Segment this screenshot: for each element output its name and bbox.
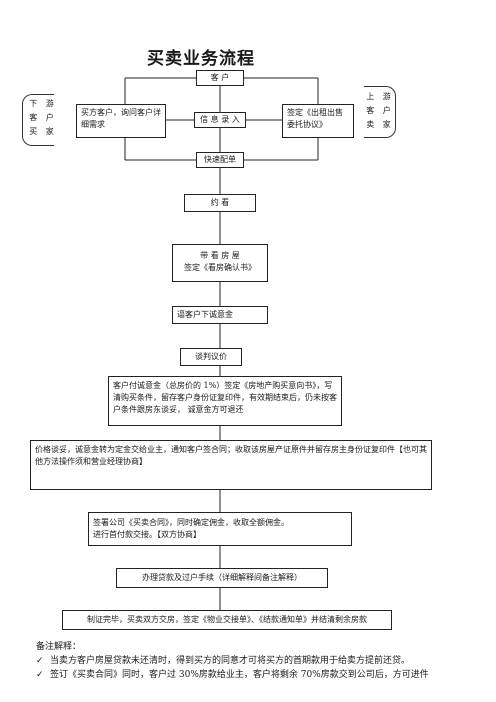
contract-node: 签署公司《买卖合同》，同时确定佣金，收取全额佣金。 进行首付款交接。【双方协商】 <box>88 512 352 546</box>
quick-match-label: 快速配单 <box>204 155 236 164</box>
note-item: ✓当卖方客户房屋贷款未还清时，得到买方的同意才可将买方的首期款用于给卖方提前还贷… <box>36 656 411 666</box>
checkmark-icon: ✓ <box>36 670 44 680</box>
customer-label: 客 户 <box>210 73 230 82</box>
note-item: ✓签订《买卖合同》同时，客户过 30%房款给业主，客户将剩余 70%房款交到公司… <box>36 670 429 680</box>
page-title: 买卖业务流程 <box>147 49 255 69</box>
deposit-detail-node: 客户付诚意金（总房价的 1%）签定《房地产购买意向书》，写清购买条件，留存客户身… <box>108 376 342 426</box>
customer-node: 客 户 <box>196 70 244 86</box>
price-agreed-node: 价格谈妥，诚意金转为定金交给业主，通知客户签合同；收取该房屋产证原件并留存房主身… <box>30 440 432 490</box>
loan-transfer-label: 办理贷款及过户手续（详细解释间备注解释） <box>142 573 302 582</box>
certificate-done-label: 制证完毕，买卖双方交房，签定《物业交接单》、《结款通知单》并结清剩余房款 <box>87 615 367 624</box>
certificate-done-node: 制证完毕，买卖双方交房，签定《物业交接单》、《结款通知单》并结清剩余房款 <box>62 610 392 630</box>
left-bracket <box>22 94 54 146</box>
contract-label-line2: 进行首付款交接。【双方协商】 <box>93 530 201 539</box>
appointment-node: 约 看 <box>184 194 256 212</box>
notes-section: 备注解释： ✓当卖方客户房屋贷款未还清时，得到买方的同意才可将买方的首期款用于给… <box>36 640 486 682</box>
deposit-detail-label: 客户付诚意金（总房价的 1%）签定《房地产购买意向书》，写清购买条件，留存客户身… <box>113 381 337 414</box>
deposit-label: 逼客户下诚意金 <box>177 310 233 319</box>
downstream-buyer-label: 下 游 客 户 买 家 <box>29 99 57 136</box>
info-entry-node: 信 息 录 入 <box>194 112 246 128</box>
appointment-label: 约 看 <box>210 198 230 207</box>
notes-heading: 备注解释： <box>36 642 82 652</box>
buyer-inquiry-node: 买方客户，询问客户详细需求 <box>76 104 166 138</box>
loan-transfer-node: 办理贷款及过户手续（详细解释间备注解释） <box>116 568 328 588</box>
seller-sign-node: 签定《出租出售委托协议》 <box>282 104 354 138</box>
showing-label-line2: 签定《看房确认书》 <box>184 263 256 272</box>
negotiate-node: 谈判议价 <box>180 348 242 366</box>
price-agreed-label: 价格谈妥，诚意金转为定金交给业主，通知客户签合同；收取该房屋产证原件并留存房主身… <box>35 445 427 466</box>
seller-sign-label: 签定《出租出售委托协议》 <box>287 108 343 129</box>
contract-label-line1: 签署公司《买卖合同》，同时确定佣金，收取全额佣金。 <box>93 518 289 527</box>
buyer-inquiry-label: 买方客户，询问客户详细需求 <box>81 108 161 129</box>
checkmark-icon: ✓ <box>36 656 44 666</box>
showing-label-line1: 带 看 房 屋 <box>200 251 240 260</box>
deposit-node: 逼客户下诚意金 <box>172 306 268 324</box>
info-entry-label: 信 息 录 入 <box>200 115 240 124</box>
negotiate-label: 谈判议价 <box>195 352 227 361</box>
quick-match-node: 快速配单 <box>196 152 244 168</box>
upstream-seller-label: 上 游 客 户 卖 家 <box>366 92 394 129</box>
right-bracket <box>364 86 396 138</box>
showing-node: 带 看 房 屋 签定《看房确认书》 <box>172 244 268 282</box>
